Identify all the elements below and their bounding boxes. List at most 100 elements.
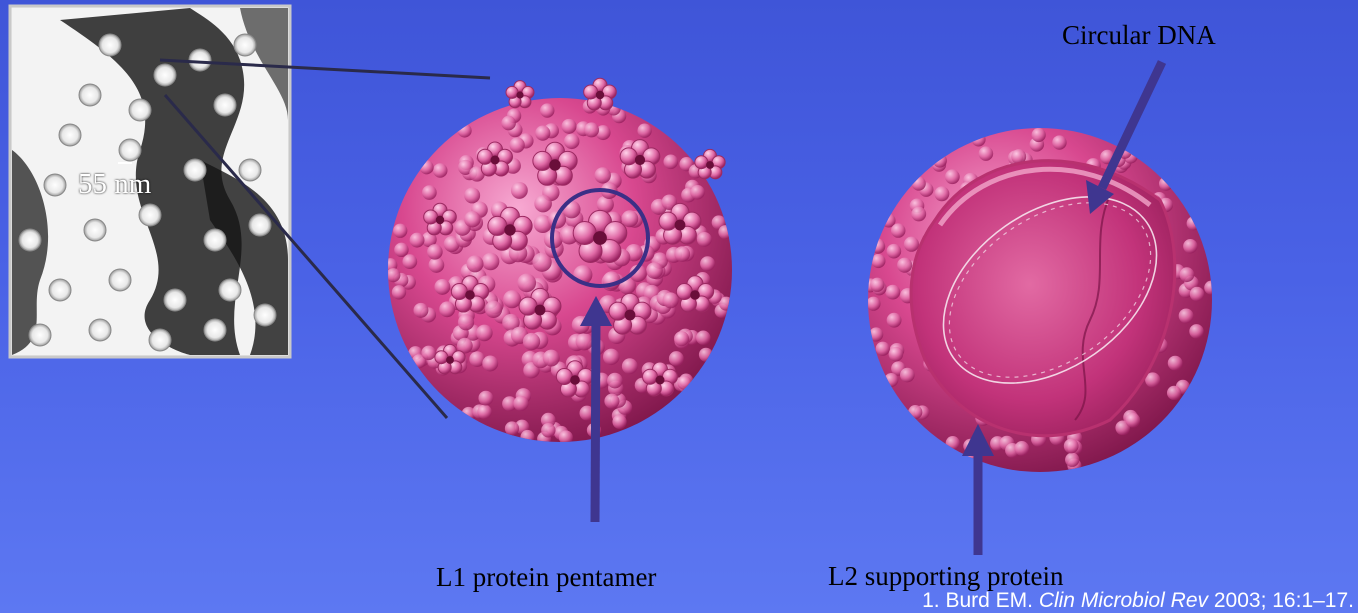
capsomere-bump bbox=[699, 348, 713, 362]
virus-particle bbox=[154, 64, 176, 86]
capsomere-bump bbox=[543, 350, 560, 367]
virus-particle bbox=[49, 279, 71, 301]
capsomere-bump bbox=[410, 233, 425, 248]
capsomere-bump bbox=[669, 351, 684, 366]
capsomere-bump bbox=[1065, 453, 1079, 467]
capsomere-bump bbox=[513, 396, 528, 411]
citation-journal: Clin Microbiol Rev bbox=[1039, 589, 1208, 612]
capsomere-bump bbox=[887, 313, 902, 328]
capsomere-bump bbox=[535, 126, 550, 141]
capsomere-bump bbox=[520, 430, 534, 444]
capsomere-bump bbox=[541, 423, 555, 437]
virus-particle bbox=[219, 279, 241, 301]
capsomere-bump bbox=[897, 258, 912, 273]
virus-particle bbox=[139, 204, 161, 226]
capsomere-bump bbox=[485, 301, 502, 318]
capsomere-bump bbox=[559, 430, 573, 444]
capsomere-bump bbox=[1190, 287, 1205, 302]
l2-protein-label: L2 supporting protein bbox=[828, 561, 1063, 592]
virus-particle bbox=[119, 139, 141, 161]
capsomere-bump bbox=[540, 103, 554, 117]
virus-particle bbox=[189, 49, 211, 71]
capsomere-bump bbox=[503, 290, 521, 308]
capsomere-bump bbox=[1168, 356, 1183, 371]
capsomere-bump bbox=[900, 368, 915, 383]
capsomere-bump bbox=[1179, 308, 1194, 323]
capsomere-bump bbox=[427, 244, 443, 260]
capsomere-bump bbox=[584, 122, 599, 137]
citation: 1. Burd EM. Clin Microbiol Rev 2003; 16:… bbox=[922, 589, 1354, 613]
citation-prefix: 1. Burd EM. bbox=[922, 589, 1039, 612]
capsomere-bump bbox=[1183, 239, 1197, 253]
capsomere-bump bbox=[871, 254, 885, 268]
capsomere-bump bbox=[690, 185, 704, 199]
capsomere-bump bbox=[1014, 441, 1029, 456]
capsomere-bump bbox=[482, 253, 500, 271]
capsomere-bump bbox=[1159, 177, 1173, 191]
capsomere-bump bbox=[501, 116, 516, 131]
capsomere-bump bbox=[604, 394, 619, 409]
circular-dna-label: Circular DNA bbox=[1062, 20, 1216, 51]
capsomere-bump bbox=[421, 346, 436, 361]
virus-particle bbox=[89, 319, 111, 341]
virus-particle bbox=[149, 329, 171, 351]
pentamer bbox=[695, 149, 725, 178]
virus-particle bbox=[79, 84, 101, 106]
virus-particle bbox=[234, 34, 256, 56]
capsomere-bump bbox=[402, 254, 417, 269]
virus-particle bbox=[254, 304, 276, 326]
capsomere-bump bbox=[1179, 267, 1194, 282]
capsomere-bump bbox=[1125, 413, 1140, 428]
pentamer bbox=[506, 81, 534, 108]
capsomere-bump bbox=[523, 333, 540, 350]
virus-particle bbox=[29, 324, 51, 346]
virus-particle bbox=[109, 269, 131, 291]
capsomere-bump bbox=[869, 327, 883, 341]
capsomere-bump bbox=[887, 244, 902, 259]
capsomere-bump bbox=[394, 243, 408, 257]
capsomere-bump bbox=[392, 285, 406, 299]
capsomere-bump bbox=[458, 124, 472, 138]
virus-particle bbox=[19, 229, 41, 251]
capsomere-bump bbox=[564, 134, 579, 149]
capsomere-bump bbox=[607, 373, 623, 389]
capsomere-bump bbox=[663, 154, 678, 169]
capsomere-bump bbox=[972, 133, 986, 147]
l1-protein-label: L1 protein pentamer bbox=[436, 562, 656, 593]
virus-particle bbox=[239, 159, 261, 181]
capsomere-bump bbox=[866, 297, 880, 311]
capsomere-bump bbox=[1204, 281, 1218, 295]
virus-particle bbox=[204, 229, 226, 251]
capsomere-bump bbox=[439, 301, 455, 317]
virus-particle bbox=[249, 214, 271, 236]
capsomere-bump bbox=[677, 376, 691, 390]
capsomere-bump bbox=[718, 225, 732, 239]
capsomere-bump bbox=[674, 246, 690, 262]
virus-particle bbox=[204, 319, 226, 341]
capsomere-bump bbox=[884, 373, 898, 387]
capsomere-bump bbox=[482, 356, 498, 372]
capsomere-bump bbox=[422, 185, 437, 200]
capsomere-bump bbox=[871, 240, 885, 254]
capsomere-bump bbox=[603, 349, 619, 365]
capsid-sphere bbox=[383, 78, 733, 446]
capsomere-bump bbox=[433, 163, 448, 178]
capsomere-bump bbox=[576, 333, 593, 350]
capsomere-bump bbox=[509, 137, 524, 152]
capsomere-bump bbox=[889, 347, 904, 362]
virus-particle bbox=[59, 124, 81, 146]
capsomere-bump bbox=[1064, 439, 1079, 454]
capsomere-bump bbox=[885, 285, 900, 300]
capsomere-bump bbox=[1167, 386, 1181, 400]
capsomere-bump bbox=[477, 405, 491, 419]
capsomere-bump bbox=[511, 182, 528, 199]
capsomere-bump bbox=[674, 331, 689, 346]
capsomere-bump bbox=[1189, 324, 1203, 338]
capsomere-bump bbox=[904, 237, 919, 252]
capsomere-bump bbox=[945, 169, 960, 184]
capsomere-bump bbox=[891, 223, 905, 237]
capsomere-bump bbox=[534, 195, 552, 213]
capsomere-bump bbox=[434, 279, 450, 295]
capsomere-bump bbox=[517, 273, 536, 292]
